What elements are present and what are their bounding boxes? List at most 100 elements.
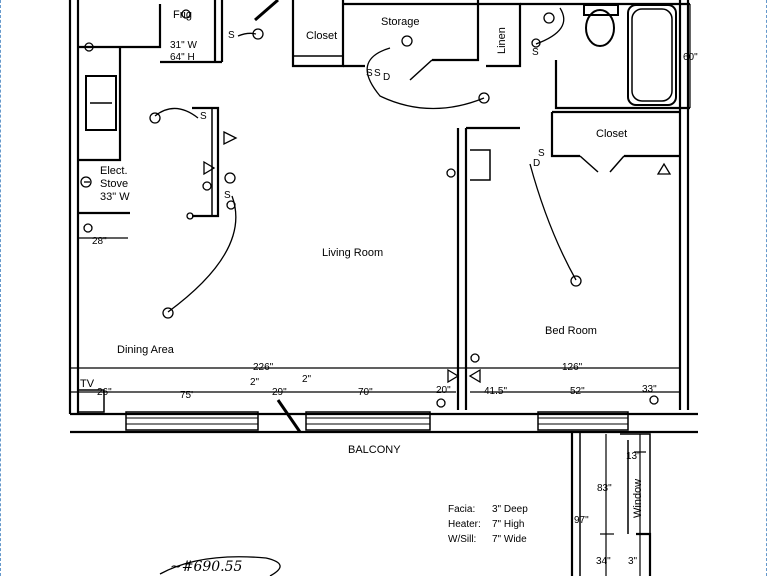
- handwritten-price: ~#690.55: [170, 559, 243, 575]
- note-value-wsill: 7" Wide: [492, 534, 527, 545]
- dim-70: 70": [358, 387, 373, 398]
- ceiling-light-kitchen: [149, 112, 161, 124]
- phone-jack-living: [447, 368, 460, 384]
- door-bedroom: D: [533, 158, 541, 169]
- switch-peninsula: S: [224, 190, 231, 201]
- electrical-wiring: [80, 7, 672, 408]
- dim-2a: 2": [250, 377, 260, 388]
- door-storage: D: [383, 72, 391, 83]
- handwritten-note: [159, 556, 281, 576]
- frig-width: 31" W: [170, 40, 197, 51]
- dimension-lines: [70, 4, 691, 576]
- elect-label: Elect.: [100, 165, 128, 177]
- closet-top-label: Closet: [306, 30, 338, 42]
- outlet-bedroom: [649, 395, 659, 405]
- window-dining: [125, 411, 259, 431]
- wire-dining: [167, 195, 237, 313]
- dim-41-5: 41.5": [484, 386, 508, 397]
- bathtub: [627, 4, 677, 106]
- note-key-facia: Facia:: [448, 504, 476, 515]
- wire-bath: [535, 7, 565, 45]
- window-bedroom: [537, 411, 629, 431]
- ceiling-light-storage: [401, 35, 413, 47]
- bathtub-inner: [631, 8, 673, 102]
- bed-closet-left: [550, 112, 580, 158]
- bath-wall: [554, 60, 690, 110]
- phone-jack-bedroom: [468, 368, 481, 384]
- phone-jack-kitchen: [223, 130, 238, 146]
- dim-28-kitchen: 28": [92, 236, 107, 247]
- ceiling-light-bedroom: [570, 275, 582, 287]
- kitchen-counter-side: [78, 47, 122, 162]
- dim-29: 29": [272, 387, 287, 398]
- outlet-peninsula-end: [186, 212, 194, 220]
- tv-label: TV: [80, 378, 95, 390]
- stove-width: 33" W: [100, 191, 130, 203]
- dim-75: 75': [180, 390, 194, 401]
- outlet-balcony: [436, 398, 446, 408]
- dim-20: 20": [436, 385, 451, 396]
- dim-13: 13": [626, 451, 641, 462]
- stove-label: Stove: [100, 178, 129, 190]
- dim-126: 126": [562, 362, 583, 373]
- dining-area-label: Dining Area: [117, 344, 174, 356]
- dim-83: 83": [597, 483, 612, 494]
- outlet-frig: [181, 9, 191, 19]
- living-room-label: Living Room: [322, 247, 384, 259]
- tv-niche: [77, 389, 105, 413]
- storage-wall-right: [432, 0, 480, 62]
- thermostat: [224, 172, 236, 184]
- dim-226: 226": [253, 362, 274, 373]
- elevation-sill: [636, 532, 652, 576]
- switch-storage-2: S: [374, 68, 381, 79]
- dim-52: 52": [570, 386, 585, 397]
- sink: [85, 75, 117, 131]
- handwritten-loop: [159, 556, 281, 576]
- closet-top: [291, 0, 345, 68]
- window-label: Window: [632, 478, 644, 518]
- elevation-window-frame: [620, 433, 651, 534]
- balcony-label: BALCONY: [348, 444, 401, 456]
- dim-34: 34": [596, 556, 611, 567]
- wire-storage: [366, 47, 485, 110]
- toilet-tank: [583, 4, 619, 16]
- bed-room-label: Bed Room: [545, 325, 597, 337]
- wire-kitchen: [154, 107, 199, 119]
- outlet-bed-wall: [470, 353, 480, 363]
- switch-entry: S: [228, 30, 235, 41]
- kitchen-peninsula: [192, 106, 220, 218]
- note-value-heater: 7" High: [492, 519, 525, 530]
- storage-label: Storage: [381, 16, 420, 28]
- switch-bedroom: S: [538, 148, 545, 159]
- dim-60: 60": [683, 52, 698, 63]
- storage-door-swing: [409, 59, 433, 81]
- dim-33: 33": [642, 384, 657, 395]
- switch-storage-1: S: [366, 68, 373, 79]
- kitchen-counter-top: [78, 4, 162, 49]
- outlet-kitchen-low: [83, 223, 93, 233]
- window-living: [305, 411, 431, 431]
- switch-kitchen: S: [200, 111, 207, 122]
- outlet-bath: [531, 38, 541, 48]
- range-outlet: [80, 176, 92, 188]
- switch-bath: S: [532, 47, 539, 58]
- toilet-bowl: [585, 9, 615, 47]
- dim-3: 3": [628, 556, 638, 567]
- walls: [68, 0, 698, 576]
- linen-closet: [478, 2, 522, 68]
- ceiling-light-bath: [543, 12, 555, 24]
- wire-entry: [237, 32, 257, 37]
- bed-closet-door-a: [579, 155, 599, 173]
- note-value-facia: 3" Deep: [492, 504, 528, 515]
- linen-label: Linen: [496, 27, 508, 54]
- dim-2b: 2": [302, 374, 312, 385]
- frig-label: Frig: [173, 9, 192, 21]
- outlet-peninsula-2: [202, 181, 212, 191]
- right-guide-line: [766, 0, 768, 576]
- note-key-wsill: W/Sill:: [448, 534, 477, 545]
- dim-26: 26": [97, 387, 112, 398]
- phone-jack-closet: [656, 162, 672, 175]
- bedroom-chase: [470, 149, 491, 181]
- ceiling-light-entry: [252, 28, 264, 40]
